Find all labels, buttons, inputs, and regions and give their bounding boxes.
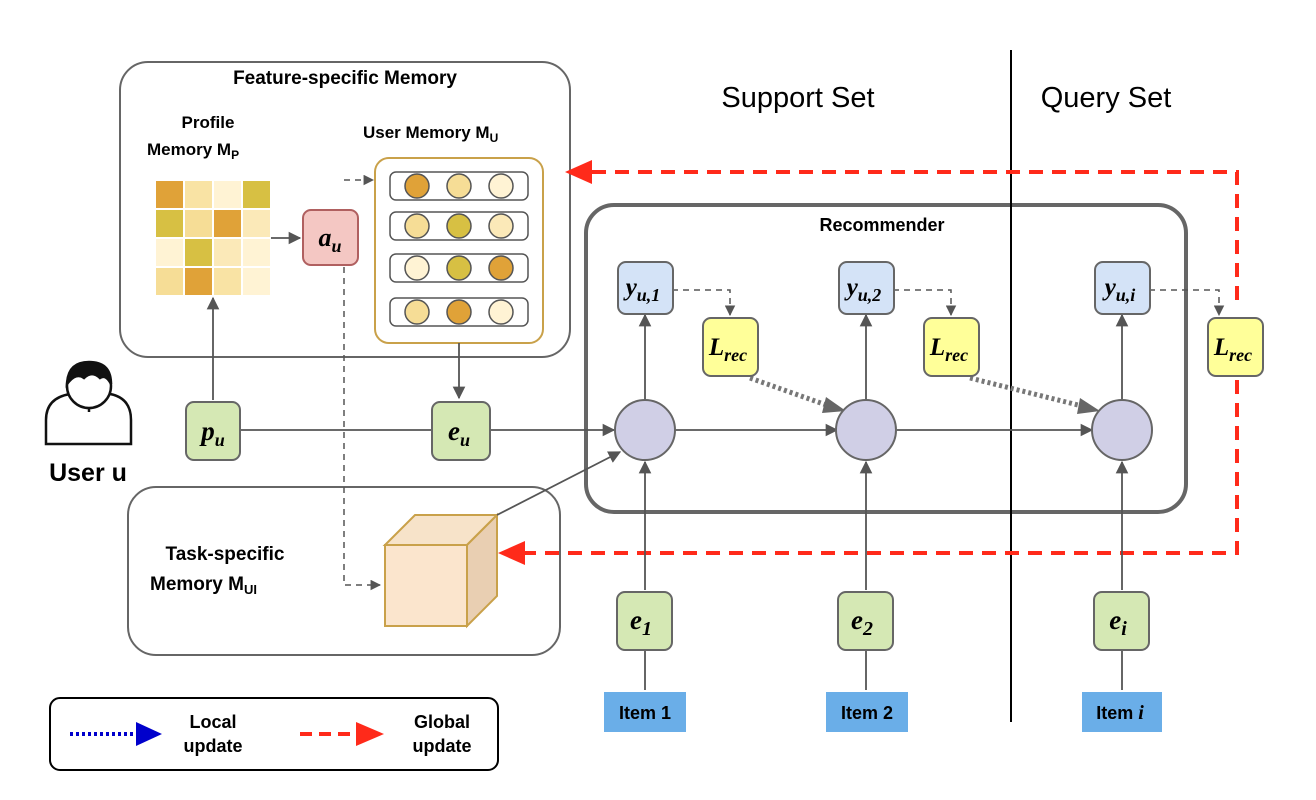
svg-text:Item i: Item i <box>1096 702 1144 724</box>
svg-text:e1: e1 <box>630 605 652 640</box>
legend-box <box>49 697 499 771</box>
item-embedding-e-i: ei <box>1093 591 1150 651</box>
loss-node-support-1: Lrec <box>702 317 759 377</box>
svg-text:pu: pu <box>199 416 225 450</box>
item-box-2: Item 2 <box>826 692 908 732</box>
task-memory-label-2: Memory MUI <box>150 574 257 597</box>
recommender-state-1 <box>614 399 676 461</box>
profile-memory-grid <box>154 179 272 297</box>
item-box-i: Item i <box>1082 692 1162 732</box>
legend-global-label-1: Global <box>414 712 470 732</box>
user-memory-rows <box>389 171 529 327</box>
global-arrowhead-top <box>565 160 592 184</box>
local-update-arrows <box>749 375 1087 410</box>
svg-text:Lrec: Lrec <box>708 334 747 365</box>
user-memory-label: User Memory MU <box>363 123 498 145</box>
svg-text:Item 2: Item 2 <box>841 703 893 723</box>
svg-text:Lrec: Lrec <box>1213 334 1252 365</box>
legend-global-arrowhead <box>356 722 384 746</box>
recommender-box <box>584 203 1188 514</box>
prediction-node-y-u-2: yu,2 <box>838 261 895 315</box>
svg-text:Lrec: Lrec <box>929 334 968 365</box>
recommender-title: Recommender <box>819 215 944 235</box>
svg-text:eu: eu <box>448 416 470 450</box>
prediction-node-y-u-i: yu,i <box>1094 261 1151 315</box>
svg-text:yu,2: yu,2 <box>844 274 882 305</box>
profile-memory-label-1: Profile <box>182 113 235 132</box>
legend-local-arrowhead <box>136 722 162 746</box>
user-icon <box>44 360 133 446</box>
legend-global-label-2: update <box>412 736 471 756</box>
legend-local-label-2: update <box>183 736 242 756</box>
support-set-header: Support Set <box>721 82 874 114</box>
dashed-connectors <box>343 174 1225 591</box>
local-arrowhead-1 <box>822 397 846 413</box>
legend-local-label-1: Local <box>189 712 236 732</box>
user-label: User u <box>49 459 127 487</box>
svg-text:yu,1: yu,1 <box>623 274 661 305</box>
recommender-state-2 <box>835 399 897 461</box>
task-memory-label-1: Task-specific <box>166 544 285 565</box>
feature-memory-title: Feature-specific Memory <box>233 68 457 89</box>
local-arrowhead-2 <box>1077 398 1100 414</box>
svg-text:e2: e2 <box>851 605 873 640</box>
profile-memory-label-2: Memory MP <box>147 140 239 162</box>
prediction-node-y-u-1: yu,1 <box>617 261 674 315</box>
solid-connectors <box>206 231 1129 690</box>
item-embedding-e-2: e2 <box>837 591 894 651</box>
loss-node-support-2: Lrec <box>923 317 980 377</box>
global-arrowhead-bottom <box>498 541 525 565</box>
query-set-header: Query Set <box>1041 82 1172 114</box>
svg-text:yu,i: yu,i <box>1102 274 1136 305</box>
svg-text:Item 1: Item 1 <box>619 703 671 723</box>
svg-text:ei: ei <box>1109 605 1127 640</box>
svg-text:au: au <box>318 223 341 256</box>
item-embedding-e-1: e1 <box>616 591 673 651</box>
item-box-1: Item 1 <box>604 692 686 732</box>
embedding-node-e-u: eu <box>431 401 491 461</box>
attention-node-a-u: au <box>302 209 359 266</box>
profile-node-p-u: pu <box>185 401 241 461</box>
recommender-state-i <box>1091 399 1153 461</box>
global-update-path <box>507 170 1239 555</box>
loss-node-query: Lrec <box>1207 317 1264 377</box>
task-memory-cube <box>382 512 500 629</box>
